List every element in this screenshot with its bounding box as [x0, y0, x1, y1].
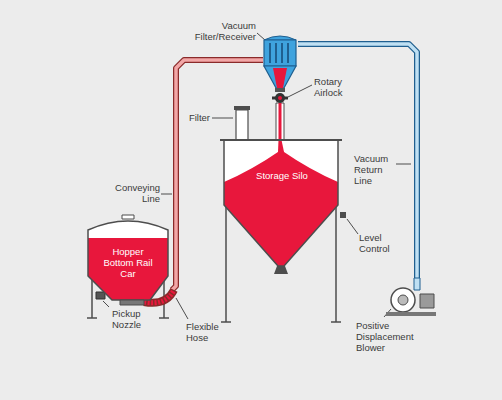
- silo-roof: [220, 139, 342, 141]
- callout-label: Filter: [170, 112, 210, 123]
- silo-load: [224, 150, 338, 266]
- filter-cap: [234, 106, 250, 110]
- airlock-rotor: [278, 96, 282, 100]
- level-control: [340, 212, 346, 218]
- callout-label: Pickup Nozzle: [112, 308, 154, 330]
- vacuum-filter-receiver-shape: [263, 34, 298, 96]
- leader-line: [212, 118, 233, 119]
- leader-line: [161, 194, 172, 195]
- leader-line: [396, 164, 411, 165]
- node-label: Storage Silo: [254, 170, 310, 181]
- node-label: Positive Displacement Blower: [356, 320, 422, 353]
- storage-silo-shape: [220, 132, 344, 278]
- airlock-flange: [272, 97, 288, 100]
- leader-line: [347, 219, 358, 234]
- filter: [236, 110, 248, 140]
- material-stream: [279, 103, 282, 140]
- car-outlet: [120, 300, 144, 305]
- node-label: Hopper Bottom Rail Car: [100, 246, 156, 279]
- car-interior: [88, 221, 168, 300]
- leader-line: [103, 301, 109, 307]
- vacuum-filter-receiver: Vacuum Filter/Receiver: [263, 34, 298, 96]
- filter-bags: [270, 43, 288, 63]
- callout-label: Rotary Airlock: [314, 76, 364, 98]
- callout-label: Vacuum Return Line: [354, 153, 398, 186]
- receiver-cone: [264, 66, 296, 88]
- material-fall: [273, 68, 287, 88]
- callout-label: Flexible Hose: [186, 321, 230, 343]
- car-load: [88, 238, 168, 300]
- blower-rotor: [398, 295, 408, 305]
- blower-motor: [420, 294, 434, 308]
- silo-outline: [224, 140, 338, 266]
- silo-outlet: [274, 266, 288, 274]
- inlet-pipe: [276, 103, 284, 140]
- callout-label: Level Control: [359, 232, 405, 254]
- car-outline: [88, 221, 168, 300]
- hopper-rail-car: Hopper Bottom Rail Car: [84, 210, 172, 306]
- blower: Positive Displacement Blower: [384, 278, 438, 320]
- storage-silo: Storage Silo: [220, 132, 344, 278]
- blower-base: [386, 312, 436, 316]
- node-label: Vacuum Filter/Receiver: [184, 20, 256, 42]
- receiver-body: [264, 40, 296, 66]
- leader-line: [176, 298, 188, 319]
- leader-line: [288, 85, 312, 97]
- receiver-outlet: [275, 88, 285, 92]
- leader-line: [257, 33, 265, 40]
- callout-label: Conveying Line: [110, 182, 160, 204]
- silo-interior: [224, 140, 338, 266]
- pickup-nozzle: [96, 292, 105, 299]
- car-hatch: [122, 215, 134, 219]
- blower-shape: [384, 278, 438, 320]
- blower-housing: [391, 288, 415, 312]
- blower-inlet: [414, 278, 420, 290]
- rotary-airlock: [275, 93, 285, 103]
- silo-stream: [278, 140, 284, 152]
